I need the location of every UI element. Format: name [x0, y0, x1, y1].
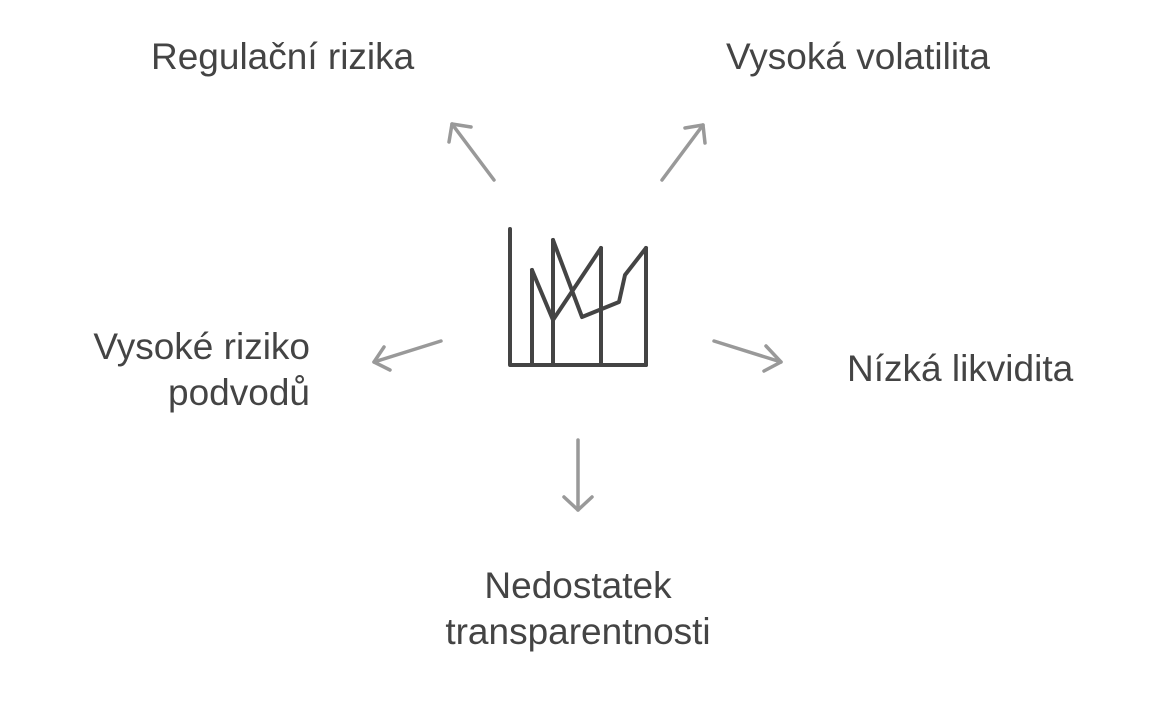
- arrow-down-icon: [562, 438, 594, 512]
- label-fraud-risk-line2: podvodů: [168, 372, 310, 413]
- label-fraud-risk-line1: Vysoké riziko: [93, 326, 310, 367]
- arrow-right-icon: [712, 339, 783, 373]
- label-lack-of-transparency: Nedostatek transparentnosti: [378, 563, 778, 655]
- arrow-up-left-icon: [447, 122, 496, 182]
- label-fraud-risk: Vysoké riziko podvodů: [93, 324, 310, 416]
- arrow-left-icon: [372, 339, 443, 372]
- label-high-volatility: Vysoká volatilita: [726, 36, 990, 77]
- center-chart-icon: [508, 227, 648, 367]
- label-low-liquidity: Nízká likvidita: [847, 348, 1074, 389]
- label-transparency-line1: Nedostatek: [484, 565, 672, 606]
- label-regulatory-risks: Regulační rizika: [151, 36, 415, 77]
- arrow-up-right-icon: [660, 123, 707, 182]
- label-transparency-line2: transparentnosti: [445, 611, 711, 652]
